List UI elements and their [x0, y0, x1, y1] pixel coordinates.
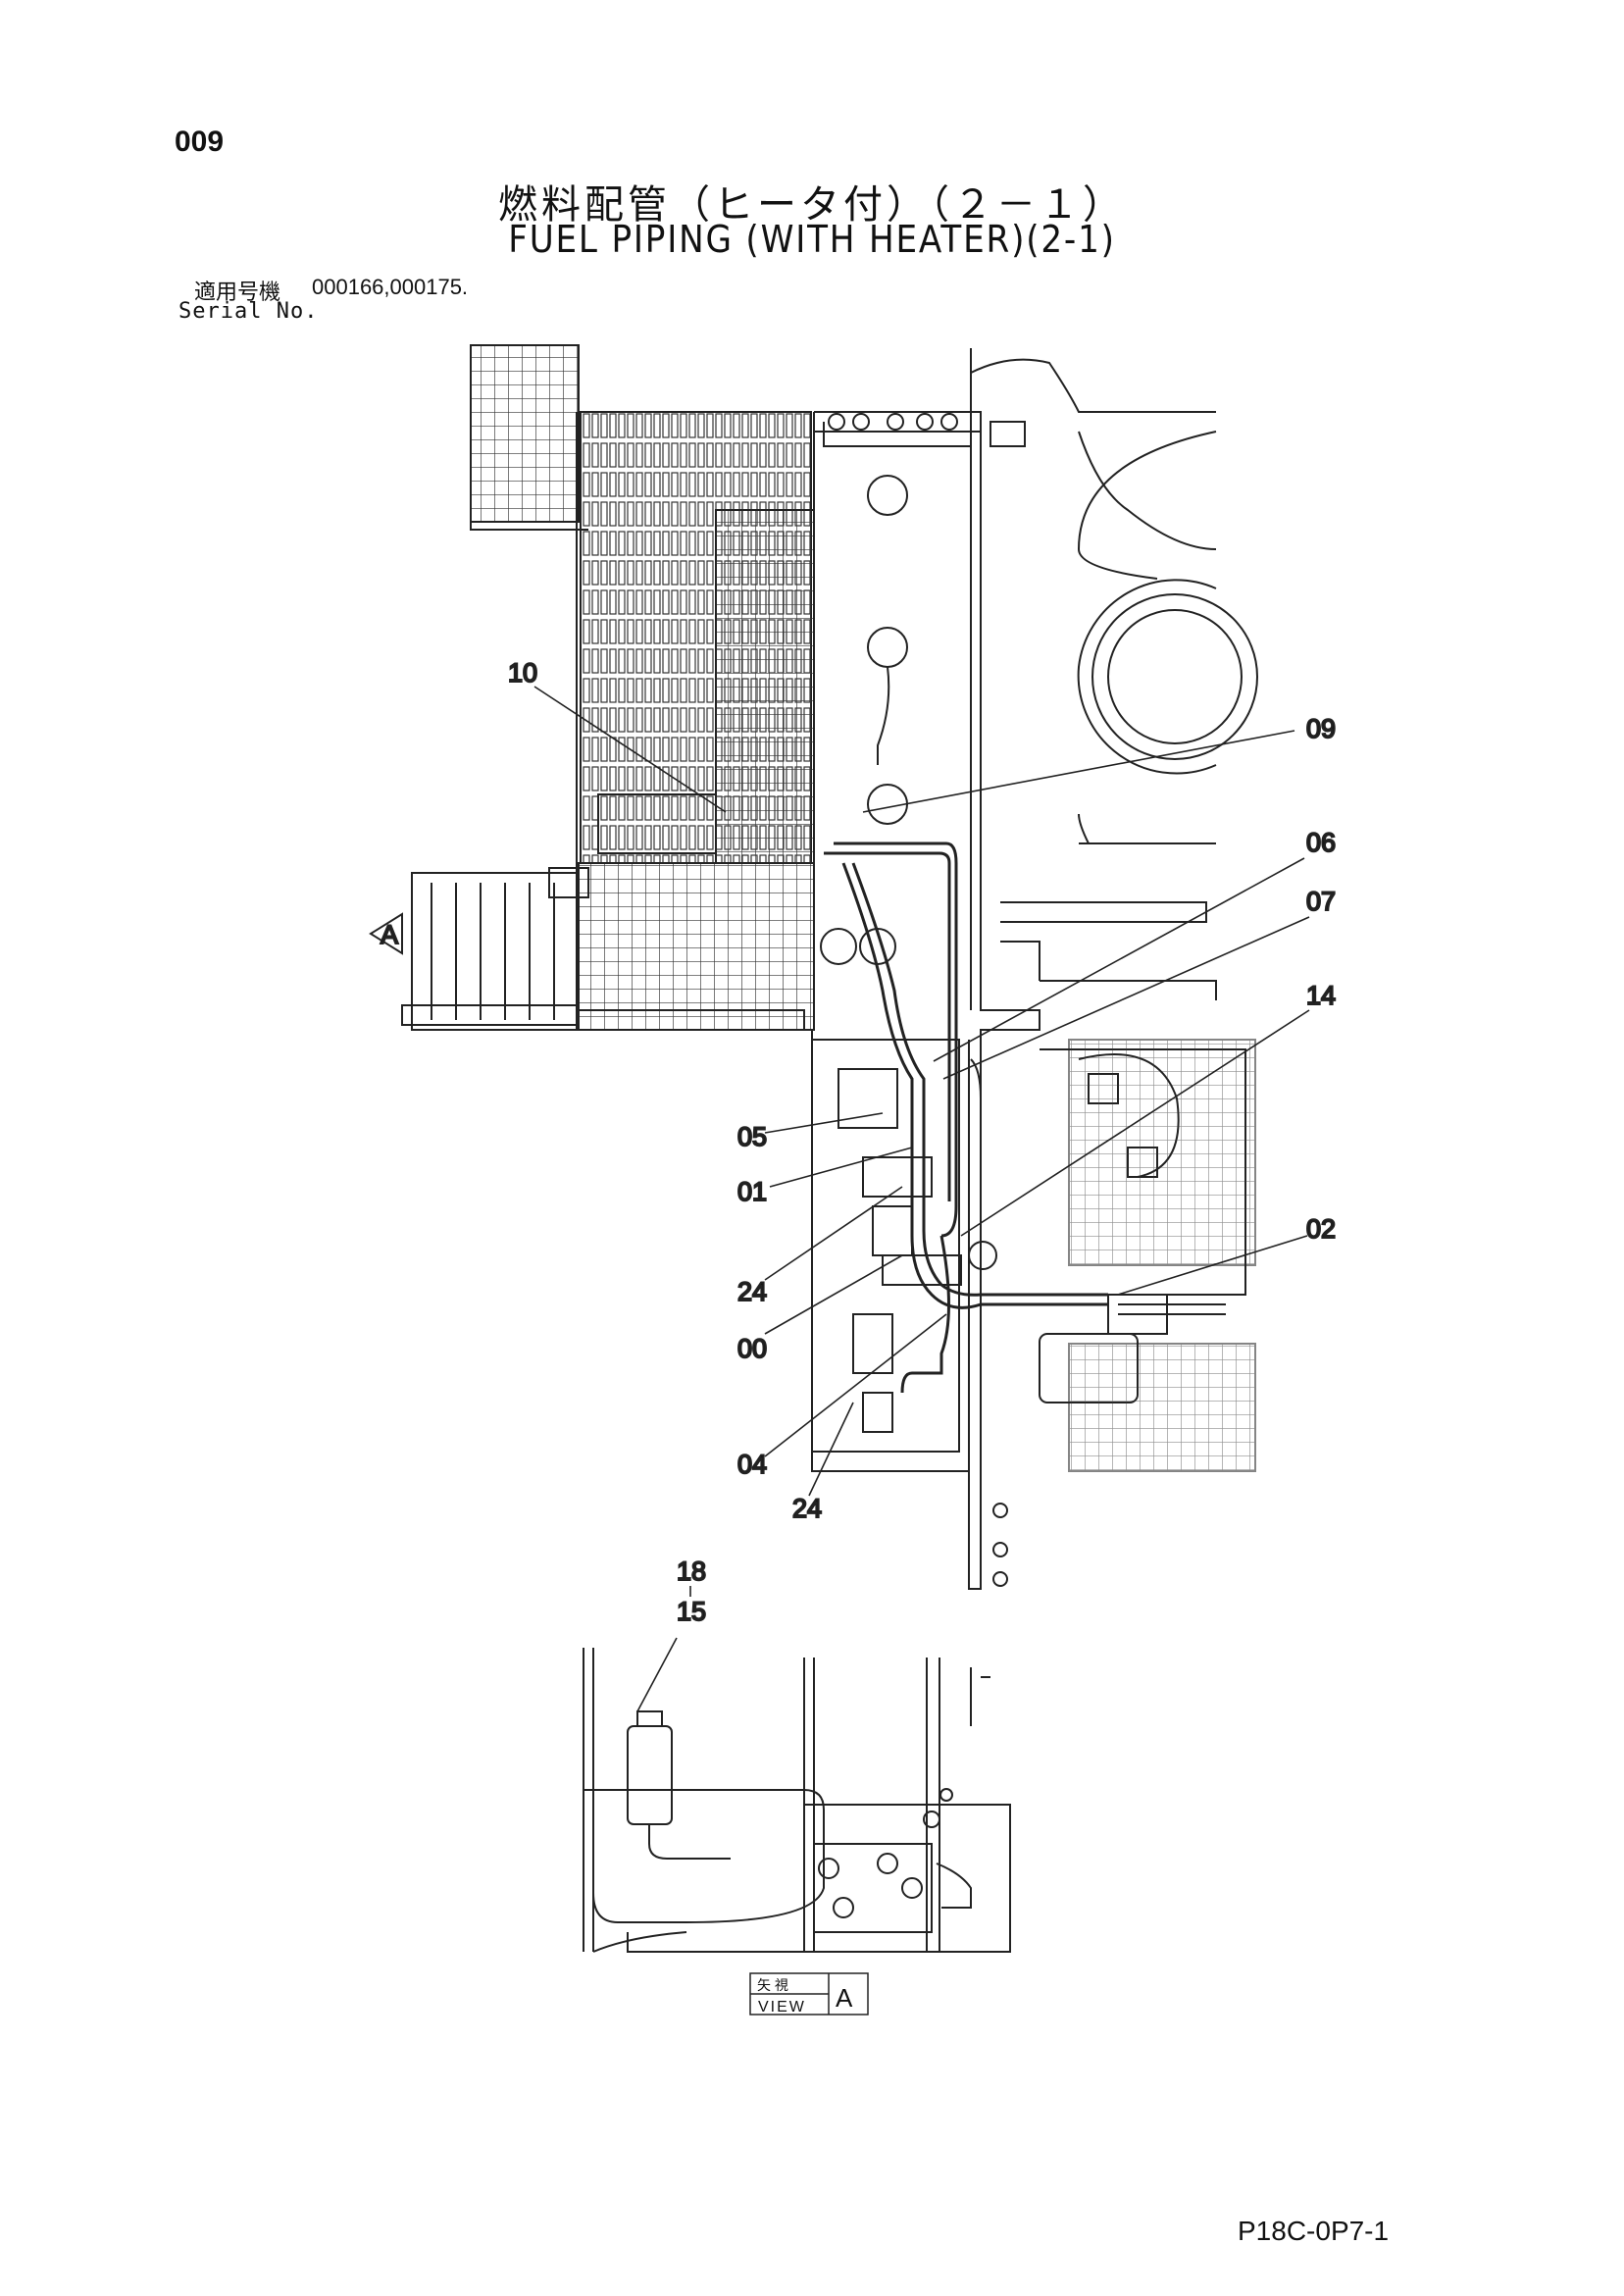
callout-01: 01	[737, 1177, 767, 1206]
callout-00: 00	[737, 1334, 767, 1363]
view-label-japanese: 矢 視	[757, 1977, 788, 1993]
page-number: 009	[175, 126, 225, 158]
view-a-label-box	[749, 1972, 869, 2015]
fuel-filters-and-gauges	[820, 413, 959, 965]
callout-24-lower: 24	[792, 1494, 822, 1523]
callout-06: 06	[1306, 828, 1336, 857]
engine-side-block	[811, 1039, 997, 1453]
lower-frame-holes	[992, 1503, 1008, 1587]
callout-18: 18	[677, 1556, 706, 1586]
serial-values: 000166,000175.	[312, 275, 469, 299]
callout-09: 09	[1306, 714, 1336, 743]
callout-07: 07	[1306, 887, 1336, 916]
leader-lines	[533, 686, 1310, 1712]
callout-04: 04	[737, 1450, 767, 1479]
callout-14: 14	[1306, 981, 1336, 1010]
right-heater-assembly	[1039, 1039, 1256, 1472]
callout-15: 15	[677, 1597, 706, 1626]
callout-05: 05	[737, 1122, 767, 1151]
callout-02: 02	[1306, 1214, 1336, 1244]
serial-label-english: Serial No.	[178, 299, 319, 324]
title-english: FUEL PIPING (WITH HEATER)(2-1)	[508, 218, 1116, 261]
frame-outline	[811, 348, 1258, 1590]
callout-10: 10	[508, 658, 537, 688]
view-a-marker-label: A	[381, 920, 398, 949]
upper-radiator-assembly	[470, 344, 815, 1031]
serial-label-japanese: 適用号機	[194, 281, 281, 305]
fuel-pipes	[824, 842, 1108, 1394]
view-label-english: VIEW	[758, 1999, 806, 2015]
left-cooler-assembly	[401, 867, 805, 1031]
callout-24-upper: 24	[737, 1277, 767, 1306]
document-code: P18C-0P7-1	[1238, 2216, 1390, 2246]
view-label-letter: A	[836, 1983, 853, 2013]
title-japanese: 燃料配管（ヒータ付）（２－１）	[498, 182, 1126, 228]
view-a-detail	[583, 1648, 1011, 1953]
view-a-marker	[369, 912, 403, 955]
